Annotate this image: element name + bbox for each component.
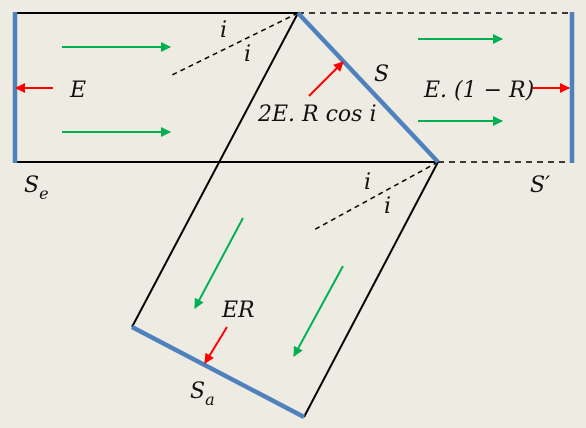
reflected-beam-left-edge (131, 12, 299, 328)
label-Sa: Sa (190, 379, 215, 409)
surface-Sa (130, 325, 306, 419)
incident-beam-outline (15, 12, 438, 163)
label-i-bottom-2: i (384, 194, 391, 219)
label-E-1-minus-R: E. (1 − R) (423, 78, 534, 103)
label-Sa-main: S (190, 379, 205, 404)
energy-arrow-2ERcosi (308, 61, 344, 97)
surfaces (12, 11, 575, 419)
label-i-top-1: i (220, 18, 227, 43)
transmitted-beam-outline (298, 12, 572, 163)
energy-arrow-ER (204, 326, 228, 364)
label-Sa-sub: a (205, 390, 215, 409)
reflected-ray-arrow-2 (293, 265, 344, 357)
label-Se-sub: e (39, 184, 48, 203)
label-ER: ER (221, 298, 255, 323)
normal-lines (169, 12, 439, 232)
label-i-bottom-1: i (364, 170, 371, 195)
reflected-beam-right-edge (303, 161, 439, 418)
ray-arrows (62, 34, 503, 357)
label-Se-main: S (24, 173, 39, 198)
reflected-beam-outline (131, 12, 439, 418)
surface-S-mirror (296, 11, 440, 164)
normal-line-top (169, 12, 299, 77)
label-S-prime: S′ (530, 173, 550, 198)
normal-line-bottom (311, 161, 439, 232)
label-S: S (374, 62, 389, 87)
label-E: E (69, 78, 86, 103)
label-Se: Se (24, 173, 49, 203)
energy-arrows (15, 61, 570, 364)
label-i-top-2: i (244, 42, 251, 67)
reflected-ray-arrow-1 (194, 217, 244, 309)
label-2ERcosi: 2E. R cos i (257, 102, 377, 127)
